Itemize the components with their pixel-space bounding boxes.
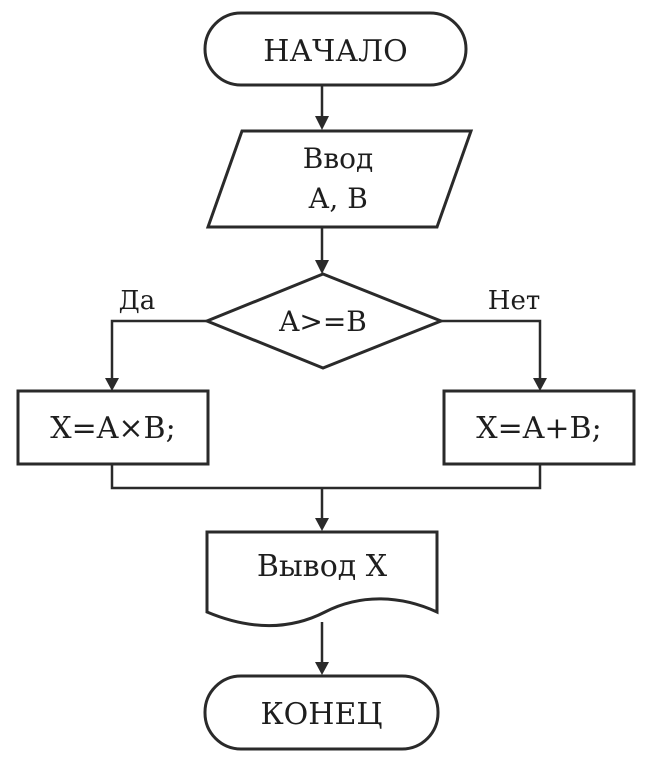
end-terminator-shape: [203, 674, 440, 751]
connector-start-to-input: [315, 85, 329, 130]
start-label: НАЧАЛО: [263, 34, 407, 69]
end-terminator: КОНЕЦ: [203, 674, 440, 751]
arrowhead: [533, 378, 547, 391]
output-document-shape: [205, 530, 439, 627]
output-label: Вывод X: [257, 549, 388, 584]
input-block: Ввод А, В: [205, 129, 474, 229]
arrowhead: [315, 662, 329, 675]
arrowhead: [315, 518, 329, 531]
connector-output-to-end: [315, 622, 329, 675]
connector-yes-branch: [105, 319, 207, 391]
process-yes: X=A×B;: [16, 389, 210, 466]
start-terminator-shape: [203, 11, 468, 87]
process-no: X=A+B;: [442, 389, 636, 466]
arrowhead: [315, 116, 329, 130]
end-label: КОНЕЦ: [260, 697, 382, 732]
arrowhead: [315, 260, 329, 274]
input-parallelogram: [205, 129, 474, 229]
yes-label: Да: [119, 286, 156, 316]
connector-merge: [110, 464, 542, 531]
decision-diamond: [203, 272, 446, 370]
start-terminator: НАЧАЛО: [203, 11, 468, 87]
output-block: Вывод X: [205, 530, 439, 627]
input-label-line1: Ввод: [303, 142, 373, 175]
connector-input-to-decision: [315, 227, 329, 274]
process-yes-label: X=A×B;: [50, 411, 175, 446]
decision-block: A>=B: [203, 272, 446, 370]
process-no-label: X=A+B;: [476, 411, 601, 446]
input-label-line2: А, В: [308, 182, 368, 215]
connector-no-branch: [441, 319, 547, 391]
arrowhead: [105, 378, 119, 391]
no-label: Нет: [488, 286, 540, 316]
decision-condition: A>=B: [278, 305, 367, 338]
